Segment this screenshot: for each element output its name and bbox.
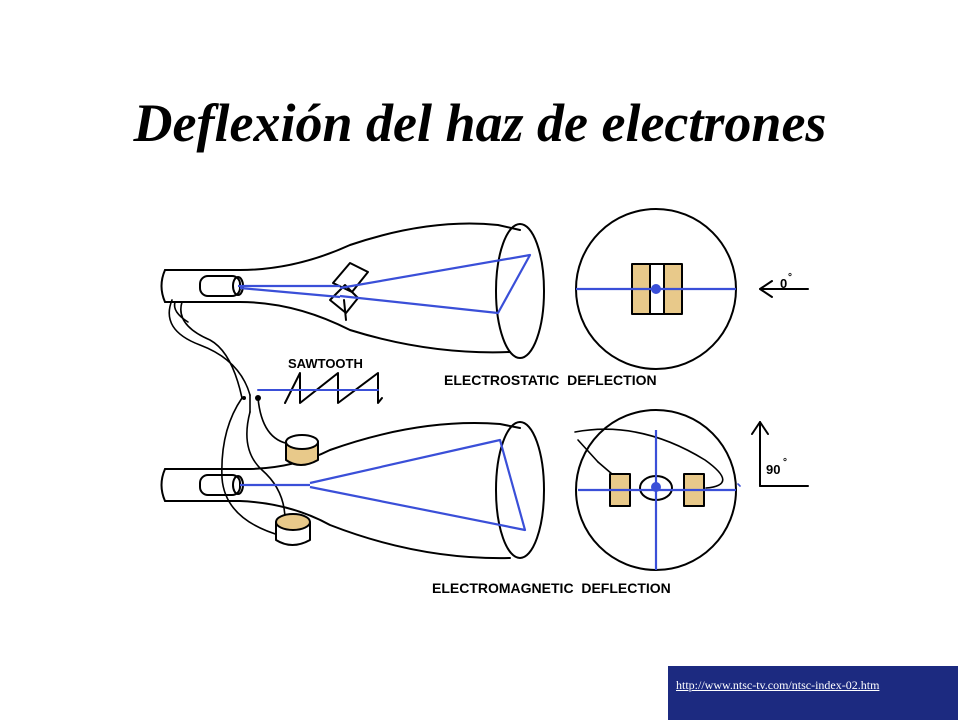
deflection-plates [329,262,369,321]
source-url-link[interactable]: http://www.ntsc-tv.com/ntsc-index-02.htm [676,678,880,692]
electromagnetic-crt-tube [160,421,545,560]
slide-title: Deflexión del haz de electrones [133,93,827,153]
source-link-box: http://www.ntsc-tv.com/ntsc-index-02.htm [668,666,958,720]
angle-0-label: 0 [780,276,787,291]
beam-spot [651,482,661,492]
wire-junction [255,395,261,401]
angle-90-label: 90 [766,462,780,477]
angle-0-arrow [759,280,809,298]
deflection-coil-top [285,434,319,466]
degree-symbol: ° [783,457,787,468]
deflection-coil-bottom [275,513,311,546]
electromagnetic-deflection-label: ELECTROMAGNETIC DEFLECTION [432,580,671,596]
sawtooth-label: SAWTOOTH [288,356,363,371]
wire-junction [242,396,246,400]
beam-spot [651,284,661,294]
sawtooth-waveform [257,372,383,404]
electrostatic-deflection-label: ELECTROSTATIC DEFLECTION [444,372,657,388]
degree-symbol: ° [788,272,792,283]
electrostatic-crt-tube [160,222,545,359]
angle-90-arrow [751,421,809,487]
wiring [168,299,291,537]
